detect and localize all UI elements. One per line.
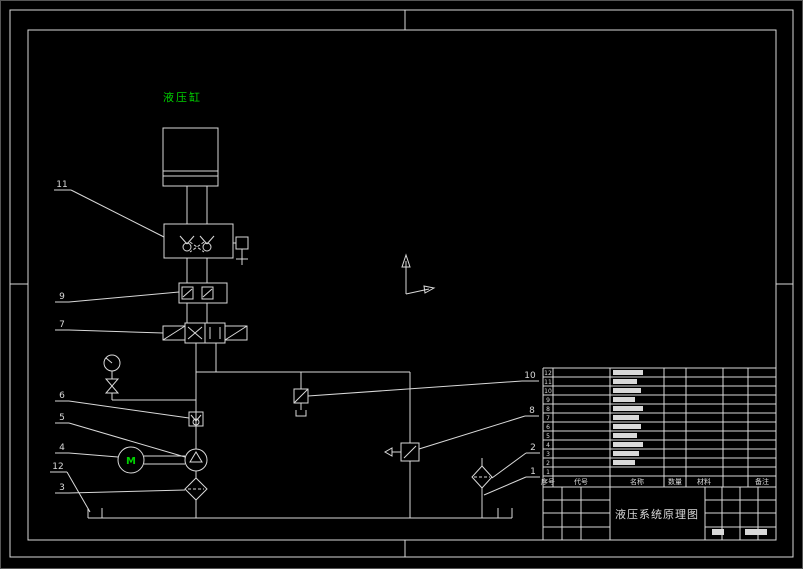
svg-text:4: 4 bbox=[546, 442, 550, 449]
balloon-10: 10 bbox=[524, 371, 536, 381]
drawing-title: 液压系统原理图 bbox=[615, 507, 699, 521]
svg-text:12: 12 bbox=[544, 370, 552, 377]
hydraulic-pump bbox=[184, 448, 208, 478]
info-text-bar bbox=[745, 529, 767, 535]
cylinder-label: 液压缸 bbox=[163, 90, 202, 104]
pilot-relief-valve bbox=[293, 372, 309, 417]
balloon-2: 2 bbox=[530, 443, 536, 453]
balloon-11: 11 bbox=[56, 180, 67, 190]
bom-header-qty: 数量 bbox=[668, 477, 682, 486]
pilot-port-fitting bbox=[233, 236, 249, 264]
osnap-marker bbox=[236, 253, 248, 265]
balloon-5: 5 bbox=[59, 413, 65, 423]
check-valve bbox=[188, 411, 204, 427]
oil-tank bbox=[87, 508, 513, 519]
svg-text:3: 3 bbox=[546, 451, 550, 458]
balloon-8: 8 bbox=[529, 406, 535, 416]
throttle-valve-block bbox=[178, 282, 228, 304]
balloon-leaders-right bbox=[307, 380, 540, 496]
balloon-9: 9 bbox=[59, 292, 65, 302]
balloon-3: 3 bbox=[59, 483, 65, 493]
balloon-12: 12 bbox=[52, 462, 63, 472]
balloon-6: 6 bbox=[59, 391, 65, 401]
bom-header-code: 代号 bbox=[574, 477, 588, 486]
pilot-check-valve-block bbox=[163, 223, 234, 259]
hydraulic-cylinder bbox=[162, 127, 219, 187]
balloon-4: 4 bbox=[59, 443, 65, 453]
bom-header-notes: 备注 bbox=[755, 477, 769, 486]
svg-text:5: 5 bbox=[546, 433, 550, 440]
svg-text:10: 10 bbox=[544, 388, 552, 395]
bom-header-seq: 序号 bbox=[541, 477, 555, 486]
main-pressure-lines bbox=[112, 343, 410, 449]
svg-text:6: 6 bbox=[546, 424, 550, 431]
pipes-throttles-to-valve bbox=[186, 303, 208, 323]
svg-text:2: 2 bbox=[546, 460, 550, 467]
svg-text:8: 8 bbox=[546, 406, 550, 413]
info-text-bar bbox=[712, 529, 724, 535]
electric-motor bbox=[117, 446, 185, 474]
svg-text:1: 1 bbox=[546, 469, 550, 476]
drawing-frame bbox=[9, 9, 794, 558]
svg-text:9: 9 bbox=[546, 397, 550, 404]
svg-text:7: 7 bbox=[546, 415, 550, 422]
return-filter bbox=[471, 458, 493, 518]
unloading-valve bbox=[383, 372, 420, 518]
pressure-gauge bbox=[103, 354, 121, 400]
directional-valve bbox=[162, 322, 248, 344]
title-block: 12 11 10 9 8 7 6 5 4 3 2 1 序号 bbox=[541, 367, 776, 540]
bom-header-name: 名称 bbox=[630, 477, 644, 486]
svg-text:11: 11 bbox=[544, 379, 552, 386]
suction-filter bbox=[184, 477, 208, 518]
ucs-axes-icon bbox=[401, 253, 436, 295]
pipes-cylinder-to-checkvalves bbox=[186, 186, 208, 224]
balloon-7: 7 bbox=[59, 320, 65, 330]
balloon-1: 1 bbox=[530, 467, 536, 477]
bom-rows: 12 11 10 9 8 7 6 5 4 3 2 1 bbox=[543, 367, 776, 477]
pipes-checkvalves-to-throttles bbox=[186, 258, 208, 283]
balloon-leaders-left bbox=[50, 189, 190, 513]
bom-header-material: 材料 bbox=[697, 477, 711, 486]
motor-letter: M bbox=[126, 456, 136, 467]
